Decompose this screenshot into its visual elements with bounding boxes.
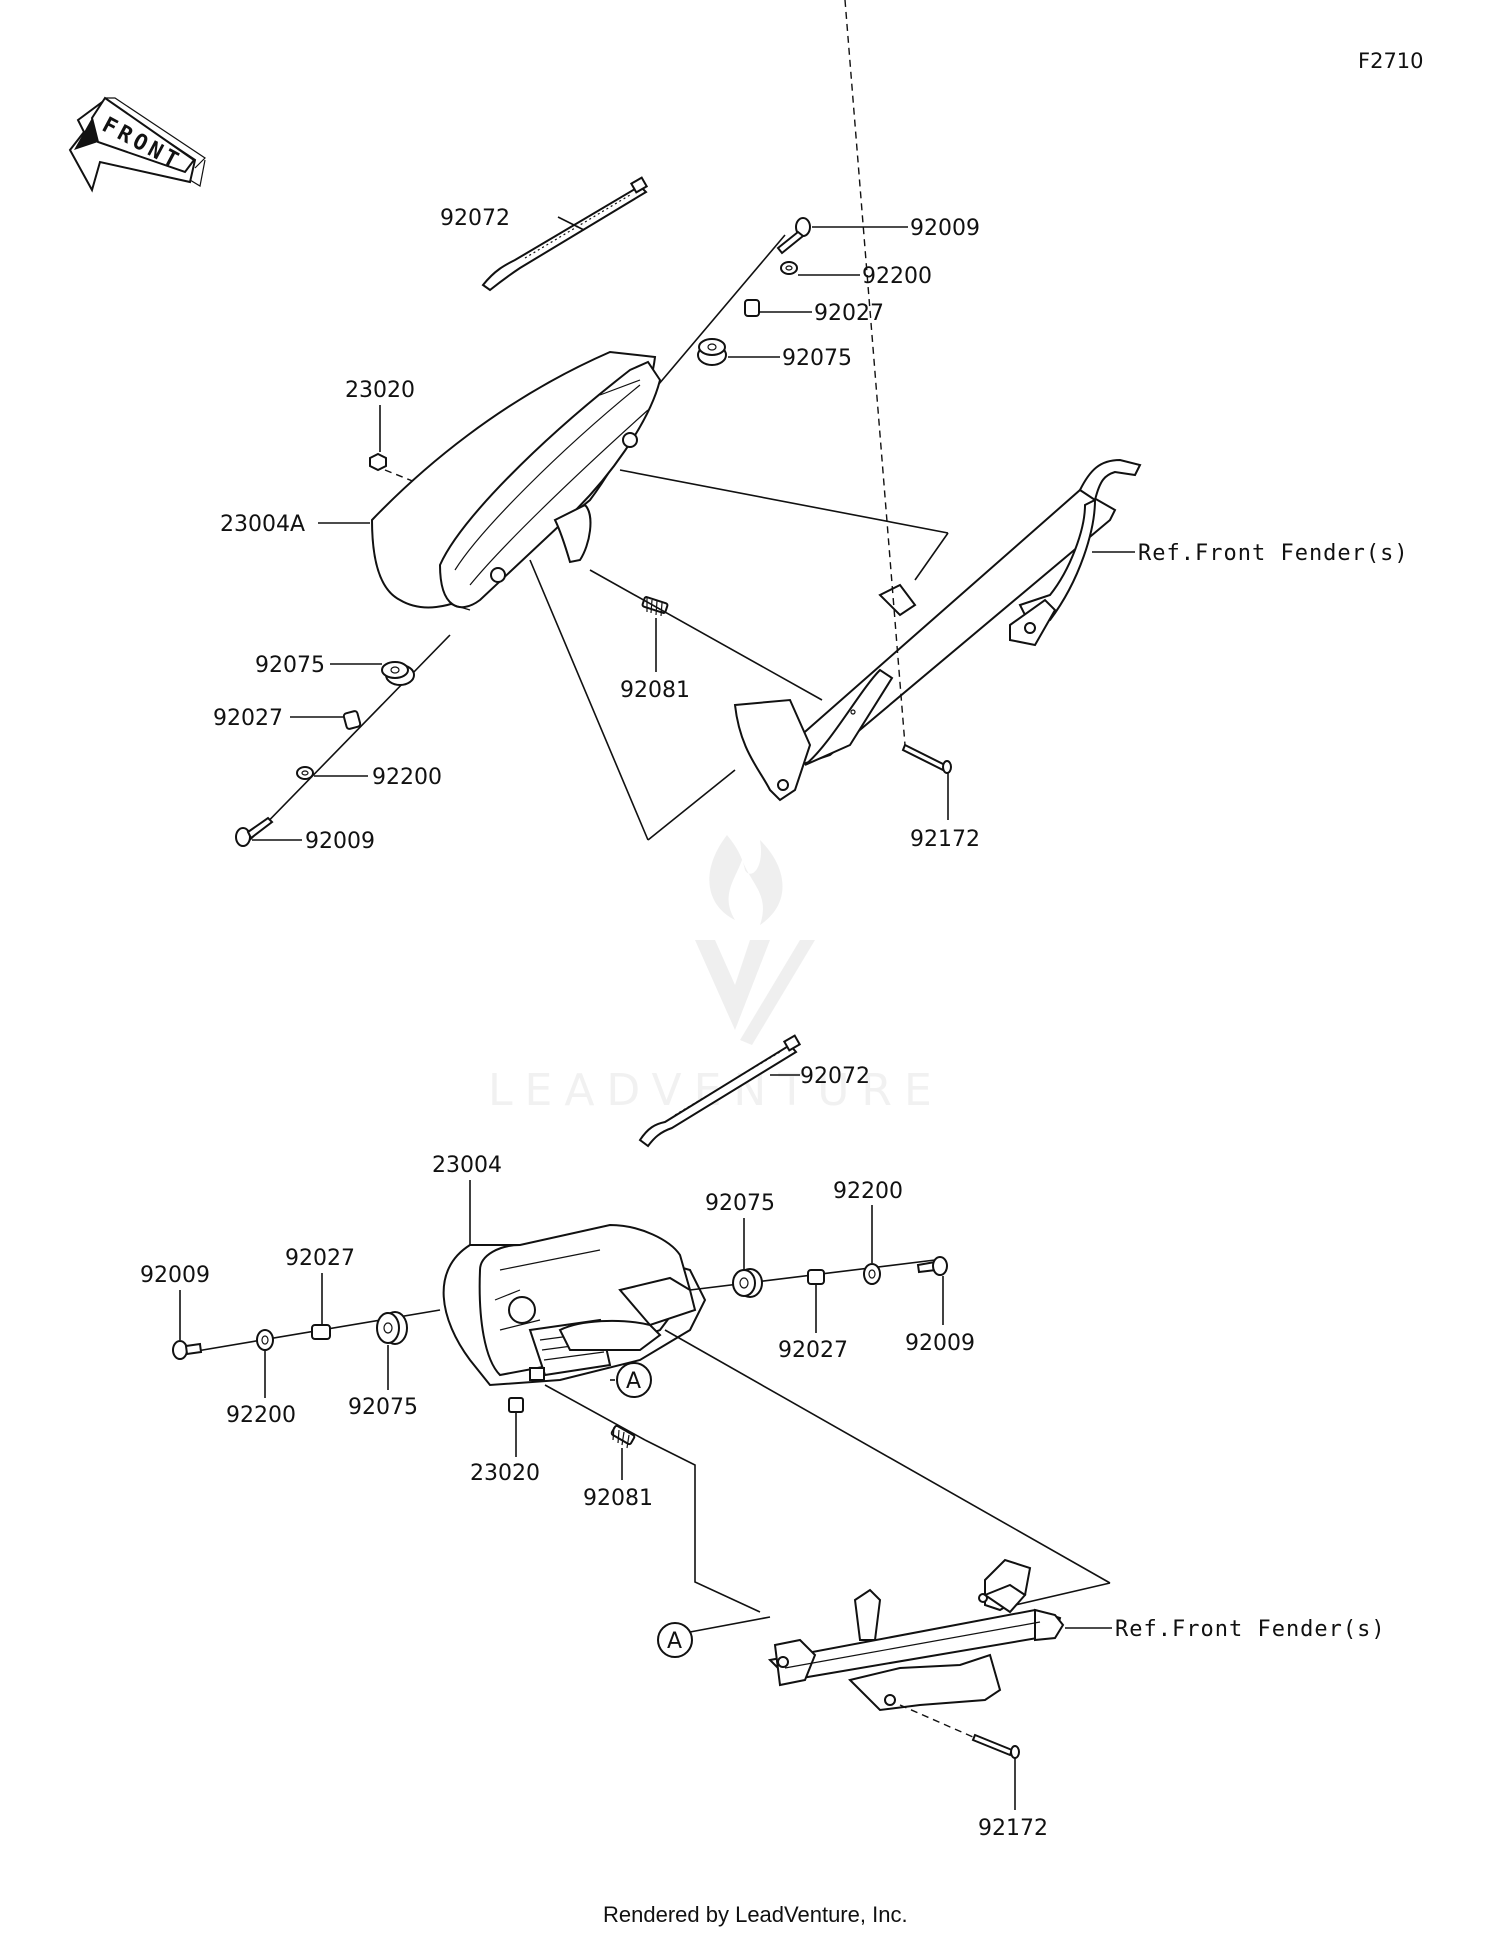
bolt-92009-bot[interactable] [235, 816, 274, 847]
label-23020-lower: 23020 [470, 1461, 540, 1486]
screw-92172-lower[interactable] [971, 1733, 1020, 1759]
leadventure-watermark: LEADVENTURE [488, 835, 944, 1116]
side-cover-23004[interactable] [442, 1223, 707, 1387]
nut-23020-lower[interactable] [508, 1397, 524, 1413]
label-92075-right: 92075 [705, 1191, 775, 1216]
side-cover-23004A[interactable] [370, 350, 662, 611]
grommet-92075-left[interactable] [376, 1311, 408, 1345]
collar-92027-bot[interactable] [342, 710, 362, 730]
spring-nut-92081-lower[interactable] [610, 1424, 636, 1449]
svg-text:A: A [667, 1629, 682, 1654]
label-92200-right: 92200 [833, 1179, 903, 1204]
label-92172-upper: 92172 [910, 827, 980, 852]
label-92081-lower: 92081 [583, 1486, 653, 1511]
washer-92200-left[interactable] [256, 1329, 274, 1351]
nut-23020[interactable] [369, 452, 387, 472]
grommet-92075-top[interactable] [697, 338, 727, 366]
bolt-92009-right[interactable] [916, 1256, 948, 1276]
label-92072-lower: 92072 [800, 1064, 870, 1089]
washer-92200-bot[interactable] [296, 766, 314, 780]
label-92072: 92072 [440, 206, 510, 231]
label-92200-bot: 92200 [372, 765, 442, 790]
label-92075-top: 92075 [782, 346, 852, 371]
label-92200-top: 92200 [862, 264, 932, 289]
front-arrow-icon: FRONT [68, 96, 206, 193]
label-92200-left: 92200 [226, 1403, 296, 1428]
label-ref-front-fender-lower: Ref.Front Fender(s) [1115, 1617, 1386, 1642]
washer-92200-right[interactable] [863, 1263, 881, 1285]
label-92027-bot: 92027 [213, 706, 283, 731]
label-92172-lower: 92172 [978, 1816, 1048, 1841]
collar-92027-left[interactable] [311, 1324, 331, 1340]
washer-92200-top[interactable] [780, 261, 798, 275]
label-92081: 92081 [620, 678, 690, 703]
screw-92172[interactable] [901, 743, 952, 774]
cable-tie-92072-lower[interactable] [638, 1034, 802, 1148]
collar-92027-right[interactable] [807, 1269, 825, 1285]
cable-tie-92072[interactable] [481, 176, 649, 292]
label-92009-bot: 92009 [305, 829, 375, 854]
spring-nut-92081[interactable] [641, 596, 669, 617]
bolt-92009-top[interactable] [776, 217, 811, 255]
bolt-92009-left[interactable] [172, 1340, 203, 1360]
front-fender-bracket-upper[interactable] [733, 458, 1142, 802]
collar-92027-top[interactable] [744, 299, 760, 317]
footer-text: Rendered by LeadVenture, Inc. [603, 1902, 908, 1927]
label-23004: 23004 [432, 1153, 502, 1178]
grommet-92075-right[interactable] [732, 1268, 763, 1298]
label-92075-bot: 92075 [255, 653, 325, 678]
watermark-text: LEADVENTURE [488, 1065, 944, 1116]
label-ref-front-fender-upper: Ref.Front Fender(s) [1138, 541, 1409, 566]
lower-assembly: 92072 23004 92009 [140, 1034, 1386, 1841]
label-92075-left: 92075 [348, 1395, 418, 1420]
label-23020: 23020 [345, 378, 415, 403]
callout-a-bracket: A [657, 1622, 693, 1658]
label-92027-left: 92027 [285, 1246, 355, 1271]
label-92027-right: 92027 [778, 1338, 848, 1363]
label-92009-top: 92009 [910, 216, 980, 241]
label-23004A: 23004A [220, 512, 305, 537]
svg-text:A: A [626, 1369, 641, 1394]
front-fender-bracket-lower[interactable] [767, 1558, 1065, 1712]
diagram-code: F2710 [1358, 49, 1424, 73]
callout-a-cover: A [616, 1362, 652, 1398]
grommet-92075-bot[interactable] [381, 661, 415, 686]
label-92009-right: 92009 [905, 1331, 975, 1356]
label-92027-top: 92027 [814, 301, 884, 326]
upper-assembly: 92072 92009 92200 92027 92075 [213, 0, 1409, 854]
label-92009-left: 92009 [140, 1263, 210, 1288]
